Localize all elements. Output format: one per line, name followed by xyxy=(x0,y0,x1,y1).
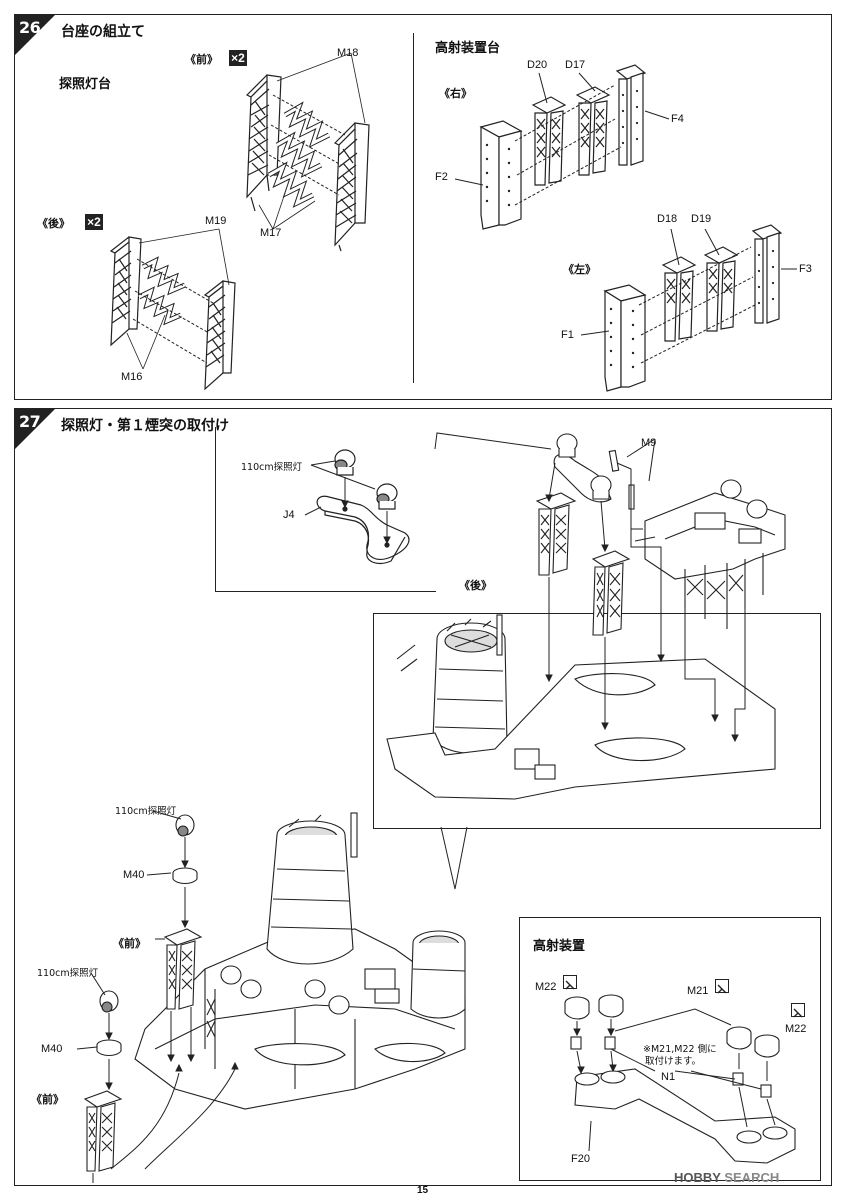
director-heading: 高射装置 xyxy=(533,939,586,954)
step-27-drawing xyxy=(76,432,796,1183)
step-26-number: 26 xyxy=(19,18,41,37)
front-label: 《前》 xyxy=(185,53,218,66)
searchlight-base-front-drawing xyxy=(245,52,370,252)
watermark-brand-b: SEARCH xyxy=(724,1170,780,1185)
rear-label: 《後》 xyxy=(37,217,70,230)
searchlight-base-heading: 探照灯台 xyxy=(59,77,112,92)
director-note-line2: 取付けます。 xyxy=(645,1056,702,1067)
part-m17: M17 xyxy=(260,227,282,239)
left-label: 《左》 xyxy=(563,263,596,276)
step-27-badge: 27 xyxy=(15,409,55,449)
part-d19: D19 xyxy=(691,213,712,225)
part-m21: M21 xyxy=(687,985,709,997)
step-26-badge: 26 xyxy=(15,15,55,55)
part-m22-left: M22 xyxy=(535,981,557,993)
step-27-title: 探照灯・第１煙突の取付け xyxy=(61,418,229,434)
aa-base-left-drawing xyxy=(580,224,797,392)
part-f3: F3 xyxy=(799,263,812,275)
step-26-title: 台座の組立て xyxy=(61,24,145,40)
lower-searchlight-label-2: 110cm探照灯 xyxy=(37,968,99,979)
searchlight-base-rear-drawing xyxy=(109,228,236,391)
step-27-panel: 27 探照灯・第１煙突の取付け 110cm探照灯 J4 M9 《後》 110cm… xyxy=(14,408,832,1186)
front-multiplier: ×2 xyxy=(229,50,247,66)
part-m22-right: M22 xyxy=(785,1023,807,1035)
part-n1: N1 xyxy=(661,1071,676,1083)
part-d17: D17 xyxy=(565,59,586,71)
watermark-brand-a: HOBBY xyxy=(674,1170,721,1185)
part-f2: F2 xyxy=(435,171,448,183)
watermark-logo: HOBBY SEARCH xyxy=(674,1170,779,1185)
part-m40-1: M40 xyxy=(123,869,145,881)
panel-divider xyxy=(413,33,414,383)
inset-searchlight-label: 110cm探照灯 xyxy=(241,462,303,473)
part-f1: F1 xyxy=(561,329,574,341)
aa-base-right-drawing xyxy=(454,64,670,230)
director-note-line1: ※M21,M22 側に xyxy=(643,1044,717,1055)
page-number: 15 xyxy=(416,1185,429,1196)
right-label: 《右》 xyxy=(439,87,472,100)
step-27-number: 27 xyxy=(19,412,41,431)
nipper-icon-right xyxy=(791,1003,805,1018)
part-m19: M19 xyxy=(205,215,227,227)
nipper-icon-mid xyxy=(715,979,729,994)
aa-base-heading: 高射装置台 xyxy=(435,41,501,56)
lower-front-label-2: 《前》 xyxy=(31,1093,64,1106)
part-j4: J4 xyxy=(283,509,295,521)
rear-multiplier: ×2 xyxy=(85,214,103,230)
lower-searchlight-label-1: 110cm探照灯 xyxy=(115,806,177,817)
nipper-icon-left xyxy=(563,975,577,990)
part-d20: D20 xyxy=(527,59,548,71)
upper-rear-label: 《後》 xyxy=(459,579,492,592)
part-m40-2: M40 xyxy=(41,1043,63,1055)
lower-front-label-1: 《前》 xyxy=(113,937,146,950)
part-f20: F20 xyxy=(571,1153,590,1165)
part-d18: D18 xyxy=(657,213,678,225)
part-m16: M16 xyxy=(121,371,143,383)
part-f4: F4 xyxy=(671,113,684,125)
searchlight-inset-box xyxy=(215,427,436,592)
step-26-panel: 26 台座の組立て 探照灯台 高射装置台 《前》 ×2 M18 M17 《後》 … xyxy=(14,14,832,400)
